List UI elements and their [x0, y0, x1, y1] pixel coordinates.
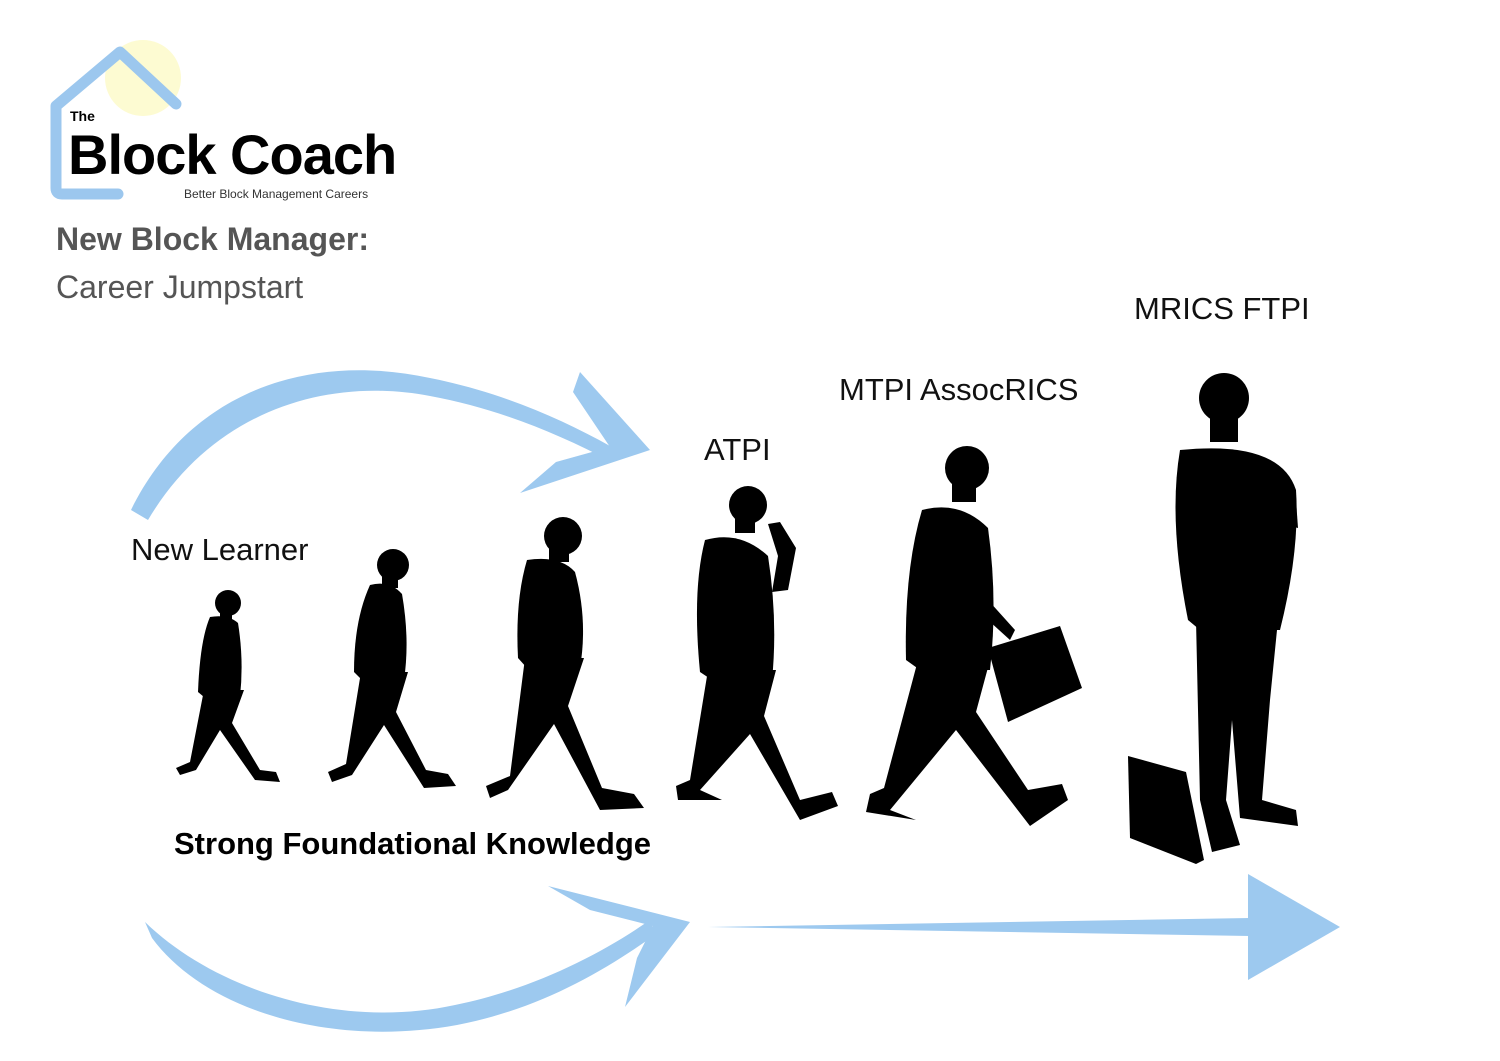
straight-progress-arrow [708, 874, 1340, 980]
silhouette-figure-3 [486, 517, 644, 810]
silhouette-figure-1 [176, 590, 280, 782]
logo-name: Block Coach [68, 123, 397, 186]
foundation-label: Strong Foundational Knowledge [174, 826, 652, 861]
logo-tagline: Better Block Management Careers [184, 187, 369, 201]
page-title: New Block Manager: [56, 221, 369, 257]
top-curved-arrow [131, 370, 650, 520]
stage-label-mtpi-assocrics: MTPI AssocRICS [839, 372, 1079, 407]
logo-the-text: The [70, 108, 95, 124]
silhouette-figure-6 [1128, 373, 1298, 864]
logo-house-outline [50, 46, 182, 200]
silhouette-figure-5 [866, 446, 1082, 826]
silhouette-figure-4 [676, 486, 838, 820]
bottom-curved-arrow [145, 886, 690, 1032]
page-subtitle: Career Jumpstart [56, 269, 304, 305]
stage-label-mrics-ftpi: MRICS FTPI [1134, 291, 1310, 326]
silhouette-figure-2 [328, 549, 456, 788]
logo-graphic [50, 40, 182, 200]
stage-label-new-learner: New Learner [131, 532, 309, 567]
stage-label-atpi: ATPI [704, 432, 771, 467]
